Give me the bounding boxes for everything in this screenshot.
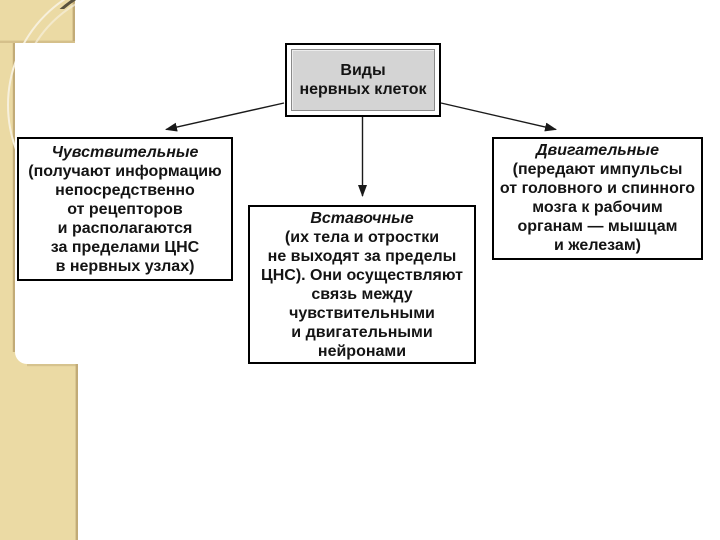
arrow-root-to-sensory bbox=[165, 102, 285, 132]
sidebar-strip bbox=[0, 43, 15, 352]
sidebar-edge-line bbox=[12, 43, 15, 352]
node-body: (получают информацию непосредственно от … bbox=[28, 163, 222, 275]
sidebar-edge-line bbox=[72, 0, 75, 41]
node-title: Двигательные bbox=[535, 142, 659, 159]
arrow-root-to-motor bbox=[440, 102, 557, 132]
sidebar-edge-line bbox=[0, 40, 75, 43]
node-motor-neurons: Двигательные (передают импульсы от голов… bbox=[492, 137, 703, 260]
node-interneurons: Вставочные (их тела и отростки не выходя… bbox=[248, 205, 476, 364]
node-title: Вставочные bbox=[310, 210, 414, 227]
node-title: Виды нервных клеток bbox=[291, 49, 435, 111]
sidebar-top-block bbox=[0, 0, 75, 43]
node-body: (их тела и отростки не выходят за предел… bbox=[261, 229, 463, 360]
sidebar-bottom-block bbox=[0, 352, 78, 540]
node-body: (передают импульсы от головного и спинно… bbox=[499, 161, 696, 254]
sidebar-edge-line bbox=[27, 364, 78, 367]
node-types-of-nerve-cells: Виды нервных клеток bbox=[285, 43, 441, 117]
node-sensory-neurons: Чувствительные (получают информацию непо… bbox=[17, 137, 233, 281]
node-title: Чувствительные bbox=[51, 144, 199, 161]
sidebar-edge-line bbox=[75, 364, 78, 540]
